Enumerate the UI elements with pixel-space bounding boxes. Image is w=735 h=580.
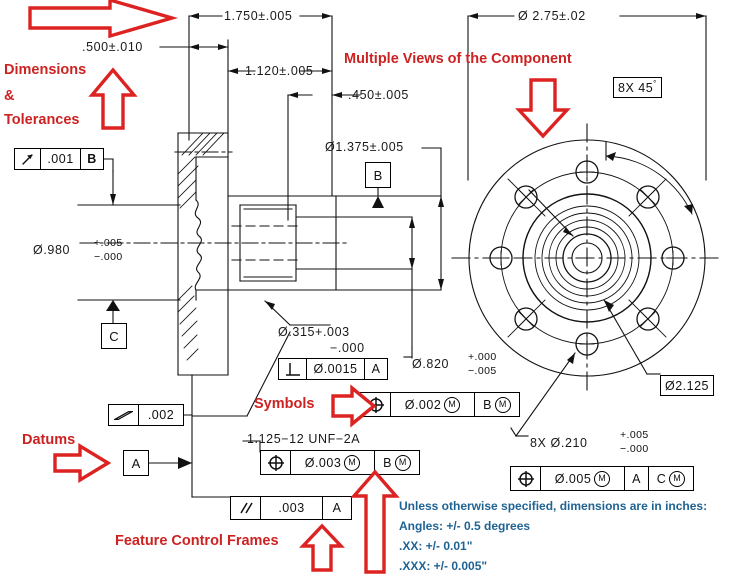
bolt-circle-callout-box: Ø2.125: [660, 375, 715, 396]
mmc-modifier-icon: M: [594, 470, 611, 487]
fcf-flatness[interactable]: .002: [108, 404, 184, 426]
dim-thread-minor-tol-minus: −.000: [330, 341, 365, 355]
fcf-position-005[interactable]: Ø.005 M A C M: [510, 466, 694, 491]
dim-pilot-tol-plus: +.000: [468, 351, 497, 363]
position-crosshair-glyph: [367, 396, 384, 413]
position-crosshair-glyph: [267, 454, 284, 471]
true-position-icon: [361, 393, 391, 416]
fcf-datum-a: A: [332, 501, 342, 515]
dim-thread-callout: 1.125−12 UNF−2A: [247, 432, 361, 446]
fcf-datum-c: C M: [649, 467, 693, 490]
fcf-tolerance-text: Ø.002: [404, 397, 442, 412]
mmc-modifier-icon: M: [444, 396, 461, 413]
dim-bore-diameter-large: Ø1.375±.005: [325, 140, 404, 154]
note-line-1: Unless otherwise specified, dimensions a…: [399, 499, 708, 513]
true-position-icon: [261, 451, 291, 474]
dim-flange-outer-tol-minus: −.000: [94, 251, 123, 263]
dim-overall-length: 1.750±.005: [224, 9, 293, 23]
perpendicular-glyph: [285, 362, 300, 376]
fcf-tolerance-value: .003: [261, 497, 323, 519]
fcf-datum-letter: C: [656, 471, 667, 486]
fcf-tolerance-text: Ø.005: [554, 471, 592, 486]
flatness-parallelogram-glyph: [114, 410, 133, 420]
fcf-datum-a: A: [371, 362, 381, 376]
dim-hole-tol-minus: −.000: [620, 443, 649, 455]
annotation-dimensions-line2: &: [4, 88, 15, 104]
fcf-circular-runout[interactable]: .001 B: [14, 148, 104, 170]
fcf-datum-b: B M: [375, 451, 419, 474]
datum-box-c: C: [101, 323, 127, 349]
chamfer-note-text: 8X 45: [618, 80, 654, 95]
fcf-datum-b: B: [87, 152, 97, 166]
fcf-tolerance-value: .001: [41, 149, 81, 169]
fcf-position-002[interactable]: Ø.002 M B M: [360, 392, 520, 417]
datum-box-a: A: [123, 450, 149, 476]
perpendicularity-icon: [279, 359, 307, 379]
annotation-dimensions-line1: Dimensions: [4, 62, 87, 78]
annotation-datums: Datums: [22, 432, 76, 448]
fcf-datum-letter: B: [383, 455, 392, 470]
parallel-lines-glyph: [239, 502, 253, 514]
chamfer-callout-box: 8X 45°: [613, 77, 662, 98]
dim-step-length: .450±.005: [348, 88, 409, 102]
dim-pilot-diameter: Ø.820: [412, 357, 450, 371]
dim-flange-thickness: ​.500±.010: [82, 40, 143, 54]
mmc-modifier-icon: M: [669, 470, 686, 487]
note-line-3: .XX: +/- 0.01": [399, 539, 473, 553]
dim-pilot-tol-minus: −.005: [468, 365, 497, 377]
note-line-4: .XXX: +/- 0.005": [399, 559, 488, 573]
fcf-tolerance-value: Ø.005 M: [541, 467, 625, 490]
fcf-tolerance-value: .002: [147, 408, 175, 422]
mmc-modifier-icon: M: [394, 454, 411, 471]
dim-thread-minor: Ø.315+.003: [278, 325, 350, 339]
fcf-tolerance-value: Ø.002 M: [391, 393, 475, 416]
circular-runout-icon: [15, 149, 41, 169]
fcf-tolerance-text: Ø.003: [304, 455, 342, 470]
annotation-multiple-views: Multiple Views of the Component: [344, 51, 572, 67]
datum-box-b: B: [365, 162, 391, 188]
dim-hole-tol-plus: +.005: [620, 429, 649, 441]
note-line-2: Angles: +/- 0.5 degrees: [399, 519, 531, 533]
dim-face-diameter: Ø 2.75±.02: [518, 9, 586, 23]
fcf-datum-b: B M: [475, 393, 519, 416]
fcf-tolerance-value: Ø.0015: [307, 359, 365, 379]
flatness-icon: [109, 405, 139, 425]
dim-flange-outer-diameter: Ø.980: [33, 243, 71, 257]
mmc-modifier-icon: M: [344, 454, 361, 471]
fcf-tolerance-value: Ø.003 M: [291, 451, 375, 474]
parallelism-icon: [231, 497, 261, 519]
runout-arrow-glyph: [22, 153, 33, 165]
annotation-dimensions-line3: Tolerances: [4, 112, 80, 128]
annotation-symbols: Symbols: [254, 396, 315, 412]
fcf-datum-letter: B: [483, 397, 492, 412]
dim-shoulder-length: 1.120±.005: [245, 64, 314, 78]
mmc-modifier-icon: M: [494, 396, 511, 413]
dim-flange-outer-tol-plus: +.005: [94, 237, 123, 249]
fcf-parallelism[interactable]: .003 A: [230, 496, 352, 520]
fcf-perpendicularity[interactable]: Ø.0015 A: [278, 358, 388, 380]
degree-symbol: °: [653, 79, 657, 88]
position-crosshair-glyph: [517, 470, 534, 487]
fcf-position-003[interactable]: Ø.003 M B M: [260, 450, 420, 475]
annotation-feature-control-frames: Feature Control Frames: [115, 533, 279, 549]
dim-hole-count-size: 8X Ø.210: [530, 436, 588, 450]
fcf-datum-a: A: [625, 467, 649, 490]
true-position-icon: [511, 467, 541, 490]
